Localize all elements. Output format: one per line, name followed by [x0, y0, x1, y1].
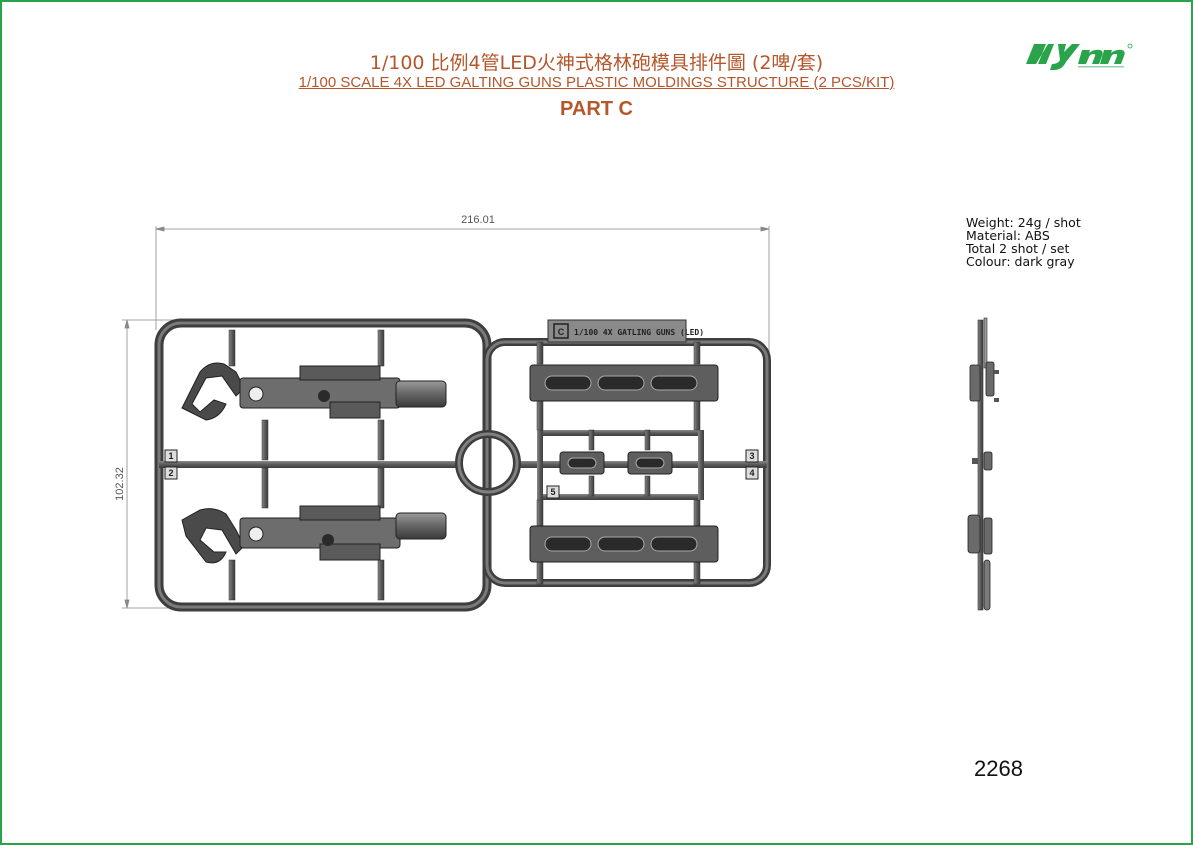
gate-tag-5: 5 [546, 485, 560, 499]
gatling-gun-part-upper [181, 362, 447, 421]
sprue-label-plate: C 1/100 4X GATLING GUNS (LED) [547, 319, 704, 343]
led-panel-lower [529, 525, 719, 563]
sprue-label-text: 1/100 4X GATLING GUNS (LED) [574, 328, 704, 337]
gate-tag-3: 3 [745, 449, 759, 463]
title-english: 1/100 SCALE 4X LED GALTING GUNS PLASTIC … [0, 74, 1193, 91]
dimension-height [122, 319, 175, 609]
svg-text:3: 3 [749, 451, 754, 461]
small-parts-center [559, 451, 673, 475]
dimension-height-label: 102.32 [114, 467, 126, 501]
title-chinese: 1/100 比例4管LED火神式格林砲模具排件圖 (2啤/套) [369, 52, 824, 74]
sprue-center-ring [455, 430, 521, 496]
svg-text:5: 5 [550, 487, 555, 497]
product-code: 2268 [974, 756, 1023, 781]
svg-text:2: 2 [168, 468, 173, 478]
spec-weight: Weight: 24g / shot [966, 215, 1081, 230]
title-english-text: 1/100 SCALE 4X LED GALTING GUNS PLASTIC … [298, 74, 895, 91]
gatling-gun-part-lower [181, 505, 447, 564]
material-specs: Weight: 24g / shot Material: ABS Total 2… [966, 216, 1081, 268]
sprue-side-view [967, 317, 999, 611]
gate-tag-2: 2 [164, 466, 178, 480]
sprue-gates [228, 329, 701, 601]
svg-text:4: 4 [749, 468, 754, 478]
spec-material: Material: ABS [966, 228, 1050, 243]
led-panel-upper [529, 364, 719, 402]
svg-text:C: C [558, 327, 565, 337]
spec-total: Total 2 shot / set [966, 241, 1070, 256]
brand-logo-icon [1026, 43, 1133, 70]
dimension-width-label: 216.01 [461, 214, 495, 226]
c-mark-icon [553, 323, 569, 339]
spec-colour: Colour: dark gray [966, 254, 1075, 269]
gate-tag-1: 1 [164, 449, 178, 463]
gate-tag-4: 4 [745, 466, 759, 480]
part-label: PART C [560, 98, 633, 120]
svg-text:1: 1 [168, 451, 173, 461]
dimension-width [155, 226, 770, 370]
